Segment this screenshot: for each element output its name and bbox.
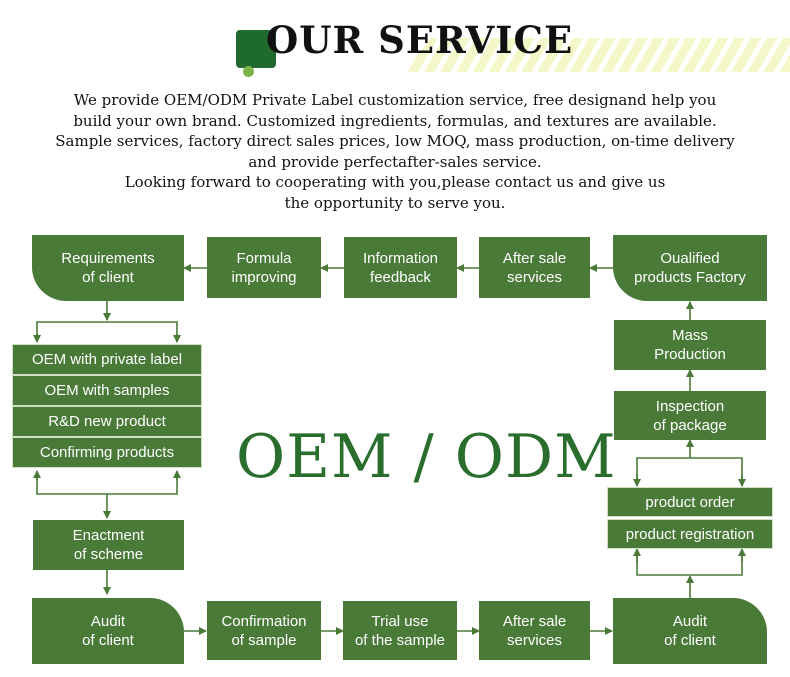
branch-merge-right [636, 550, 743, 576]
step-after-sale-services-top: After sale services [479, 237, 590, 298]
step-formula-improving: Formula improving [207, 237, 321, 298]
step-enactment-of-scheme: Enactment of scheme [33, 520, 184, 570]
list-item-product-registration: product registration [607, 519, 773, 549]
step-information-feedback: Information feedback [344, 237, 457, 298]
intro-line: the opportunity to serve you. [284, 193, 506, 212]
intro-line: We provide OEM/ODM Private Label customi… [73, 91, 717, 109]
intro-line: and provide perfectafter-sales service. [248, 152, 542, 171]
branch-merge-left [36, 473, 178, 495]
list-item-oem-private-label: OEM with private label [12, 344, 202, 375]
step-mass-production: Mass Production [614, 320, 766, 370]
branch-top-left [36, 321, 178, 342]
step-confirmation-of-sample: Confirmation of sample [207, 601, 321, 660]
intro-line: Sample services, factory direct sales pr… [55, 132, 735, 151]
step-trial-use-of-sample: Trial use of the sample [343, 601, 457, 660]
step-audit-of-client-left: Audit of client [32, 598, 184, 664]
header-stripe-decoration [404, 38, 790, 72]
intro-line: build your own brand. Customized ingredi… [73, 111, 717, 130]
list-item-oem-samples: OEM with samples [12, 375, 202, 406]
step-inspection-of-package: Inspection of package [614, 391, 766, 440]
step-after-sale-services-bottom: After sale services [479, 601, 590, 660]
step-qualified-products-factory: Oualified products Factory [613, 235, 767, 301]
intro-paragraph: We provide OEM/ODM Private Label customi… [20, 90, 770, 214]
step-requirements-of-client: Requirements of client [32, 235, 184, 301]
list-item-rd-new-product: R&D new product [12, 406, 202, 437]
step-audit-of-client-right: Audit of client [613, 598, 767, 664]
oem-odm-heading: OEM / ODM [236, 422, 617, 492]
page-title: OUR SERVICE [266, 18, 574, 62]
intro-line: Looking forward to cooperating with you,… [124, 173, 666, 192]
header-dot-icon [243, 66, 254, 77]
list-item-product-order: product order [607, 487, 773, 517]
header-square-icon [236, 30, 276, 68]
branch-split-right [636, 457, 743, 485]
list-item-confirming-products: Confirming products [12, 437, 202, 468]
